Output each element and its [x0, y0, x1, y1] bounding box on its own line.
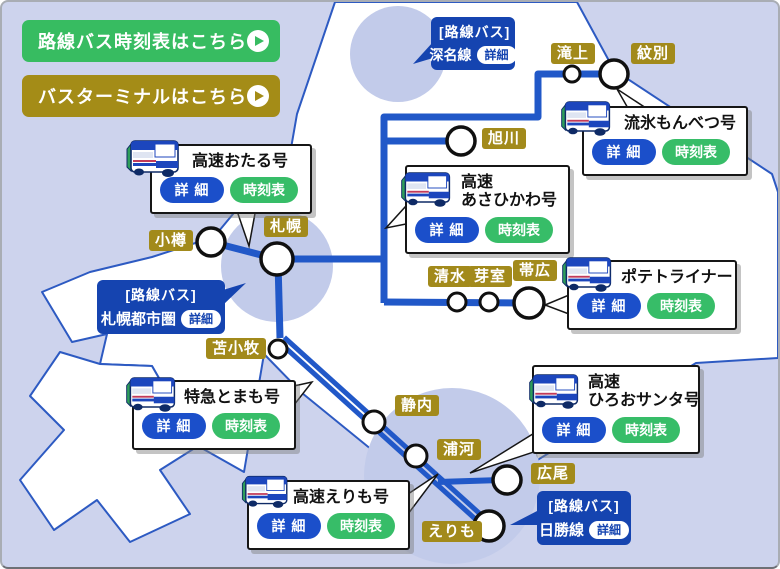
- nav-button-label: バスターミナルはこちら: [38, 87, 247, 107]
- node-otaru: [195, 226, 227, 258]
- bus-icon: [561, 101, 611, 136]
- node-sapporo: [259, 241, 295, 277]
- otaru-timetable-button[interactable]: 時刻表: [230, 177, 298, 204]
- erimo-timetable-button[interactable]: 時刻表: [327, 513, 395, 540]
- route-card-title: 特急とまも号: [184, 389, 281, 406]
- route-line-coastal-a: [278, 340, 486, 529]
- station-label-obihiro: 帯広: [513, 260, 558, 281]
- bubble-tails: [223, 42, 539, 525]
- route-card-title: 高速 あさひかわ号: [461, 174, 560, 211]
- monbetsu-detail-button[interactable]: 詳 細: [592, 139, 656, 166]
- station-label-monbetsu: 紋別: [631, 43, 676, 64]
- area-bubble-sapporo-area: [路線バス] 札幌都市圏 詳細: [97, 280, 225, 334]
- tomamo-timetable-button[interactable]: 時刻表: [212, 413, 280, 440]
- route-card-title-line2: あさひかわ号: [461, 192, 558, 210]
- station-label-asahikawa: 旭川: [482, 128, 527, 149]
- bubble-line-name: 札幌都市圏: [100, 311, 176, 328]
- area-bubble-nissho-line: [路線バス] 日勝線 詳細: [537, 491, 631, 545]
- route-card-hiroo-santa: 高速 ひろおサンタ号 詳 細 時刻表: [529, 365, 701, 454]
- node-asahikawa: [445, 125, 477, 157]
- otaru-detail-button[interactable]: 詳 細: [160, 177, 224, 204]
- potato-liner-detail-button[interactable]: 詳 細: [577, 293, 641, 320]
- bus-icon: [126, 140, 179, 177]
- route-card-erimo: 高速えりも号 詳 細 時刻表: [241, 475, 410, 551]
- hiroo-santa-timetable-button[interactable]: 時刻表: [612, 416, 680, 443]
- route-line-coastal-b: [282, 335, 490, 524]
- asahikawa-timetable-button[interactable]: 時刻表: [485, 216, 553, 243]
- tail-sapporo-area: [223, 283, 246, 305]
- bubble-category: [路線バス]: [125, 287, 197, 303]
- area-bubble-shinmei-line: [路線バス] 深名線 詳細: [429, 17, 517, 70]
- station-label-hiroo: 広尾: [531, 463, 576, 484]
- sapporo-area-detail-button[interactable]: 詳細: [181, 309, 222, 328]
- node-shimizu: [446, 291, 468, 313]
- play-icon: [247, 85, 269, 107]
- node-takinoue: [562, 64, 582, 84]
- bus-icon: [562, 257, 612, 292]
- node-hiroo: [491, 464, 523, 496]
- tail-nissho: [510, 510, 539, 525]
- station-label-sapporo: 札幌: [264, 216, 309, 237]
- hiroo-santa-detail-button[interactable]: 詳 細: [542, 416, 606, 443]
- route-card-potato-liner: ポテトライナー 詳 細 時刻表: [562, 257, 737, 331]
- bubble-line-name: 深名線: [429, 47, 472, 63]
- node-obihiro: [512, 286, 546, 320]
- route-card-title: 流氷もんべつ号: [624, 115, 737, 132]
- route-card-title: 高速 ひろおサンタ号: [588, 374, 701, 411]
- nav-button-label: 路線バス時刻表はこちら: [38, 32, 247, 52]
- route-line-hiroo: [437, 477, 502, 485]
- potato-liner-timetable-button[interactable]: 時刻表: [647, 293, 715, 320]
- station-label-otaru: 小樽: [149, 230, 194, 251]
- bus-icon: [529, 374, 579, 409]
- play-icon: [247, 30, 269, 52]
- station-label-shizunai: 静内: [395, 395, 440, 416]
- shinmei-detail-button[interactable]: 詳細: [476, 46, 517, 64]
- erimo-detail-button[interactable]: 詳 細: [257, 513, 321, 540]
- station-nodes: [195, 58, 630, 543]
- route-card-otaru: 高速おたる号 詳 細 時刻表: [126, 140, 312, 215]
- route-card-title-line2: ひろおサンタ号: [588, 392, 701, 410]
- monbetsu-timetable-button[interactable]: 時刻表: [662, 139, 730, 166]
- station-label-memuro: 芽室: [468, 266, 513, 287]
- route-card-title: 高速おたる号: [192, 153, 289, 170]
- bubble-line-name: 日勝線: [538, 522, 584, 539]
- route-card-title: ポテトライナー: [621, 269, 733, 286]
- route-card-monbetsu: 流氷もんべつ号 詳 細 時刻表: [561, 101, 748, 177]
- station-label-erimo: えりも: [422, 521, 483, 542]
- bubble-category: [路線バス]: [439, 24, 511, 40]
- route-card-title-line1: 高速: [461, 174, 494, 191]
- route-card-title-line1: 高速: [588, 374, 621, 391]
- bus-terminal-button[interactable]: バスターミナルはこちら: [22, 75, 280, 117]
- station-label-shimizu: 清水: [428, 266, 473, 287]
- asahikawa-detail-button[interactable]: 詳 細: [415, 216, 479, 243]
- route-card-asahikawa: 高速 あさひかわ号 詳 細 時刻表: [401, 165, 570, 254]
- route-card-title: 高速えりも号: [293, 489, 390, 506]
- node-tomakomai: [267, 338, 289, 360]
- region-circle-shinmei: [350, 6, 446, 102]
- route-card-tomamo: 特急とまも号 詳 細 時刻表: [126, 377, 296, 451]
- station-label-takinoue: 滝上: [551, 43, 596, 64]
- node-urakawa: [403, 443, 429, 469]
- nissho-detail-button[interactable]: 詳細: [589, 520, 630, 539]
- bus-icon: [401, 172, 451, 207]
- bus-icon: [241, 475, 288, 508]
- node-memuro: [478, 291, 500, 313]
- tomamo-detail-button[interactable]: 詳 細: [142, 413, 206, 440]
- bubble-category: [路線バス]: [548, 498, 620, 514]
- bus-icon: [126, 377, 176, 412]
- station-label-tomakomai: 苫小牧: [206, 338, 267, 359]
- rosen-bus-timetable-button[interactable]: 路線バス時刻表はこちら: [22, 20, 280, 62]
- station-label-urakawa: 浦河: [437, 439, 482, 460]
- tail-shinmei: [413, 42, 433, 64]
- node-shizunai: [361, 409, 387, 435]
- node-monbetsu: [598, 58, 630, 90]
